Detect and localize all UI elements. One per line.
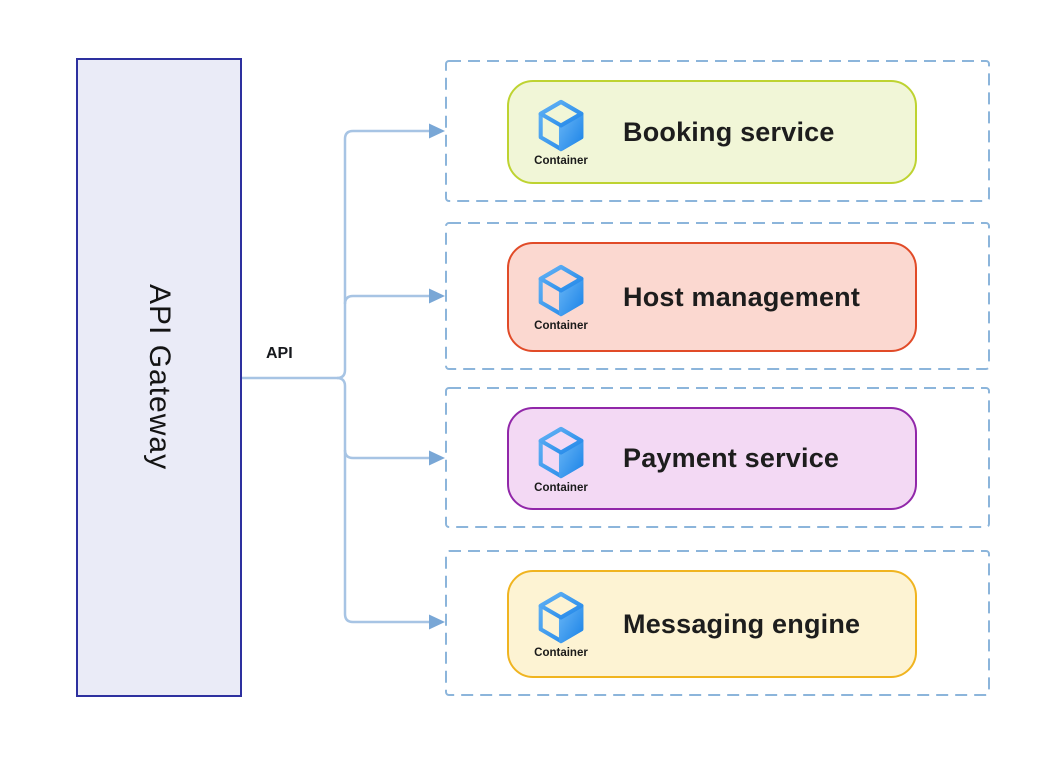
services-column: Container Booking service (445, 0, 990, 758)
api-gateway-node[interactable]: API Gateway (76, 58, 242, 697)
connector-branch-2 (343, 294, 430, 305)
arrowhead-icon (429, 614, 445, 630)
service-title: Host management (623, 281, 861, 312)
arrowhead-icon (429, 288, 445, 304)
container-cube-icon (538, 99, 584, 152)
container-type-label: Container (534, 481, 588, 494)
icon-block: Container (526, 424, 596, 494)
icon-block: Container (526, 589, 596, 659)
api-gateway-label: API Gateway (143, 284, 176, 471)
container-boundary: Container Payment service (445, 387, 990, 528)
service-node[interactable]: Container Host management (507, 242, 917, 352)
service-title: Messaging engine (623, 608, 861, 639)
container-boundary: Container Host management (445, 222, 990, 370)
service-node[interactable]: Container Messaging engine (507, 570, 917, 678)
service-node[interactable]: Container Payment service (507, 407, 917, 510)
arrowhead-icon (429, 450, 445, 466)
service-node[interactable]: Container Booking service (507, 80, 917, 184)
container-cube-icon (538, 426, 584, 478)
connector-branch-top (336, 129, 430, 380)
icon-block: Container (526, 262, 596, 332)
container-cube-icon (538, 591, 584, 644)
service-title: Payment service (623, 443, 840, 473)
container-boundary: Container Booking service (445, 60, 990, 202)
service-title: Booking service (623, 116, 835, 147)
arrowhead-icon (429, 123, 445, 139)
icon-block: Container (526, 97, 596, 167)
connector-branch-3 (343, 449, 430, 460)
container-type-label: Container (534, 155, 588, 167)
container-type-label: Container (534, 647, 588, 659)
api-edge-label: API (266, 345, 293, 362)
container-cube-icon (538, 264, 584, 317)
container-type-label: Container (534, 320, 588, 332)
connector-branch-bottom (336, 376, 430, 624)
container-boundary: Container Messaging engine (445, 550, 990, 696)
